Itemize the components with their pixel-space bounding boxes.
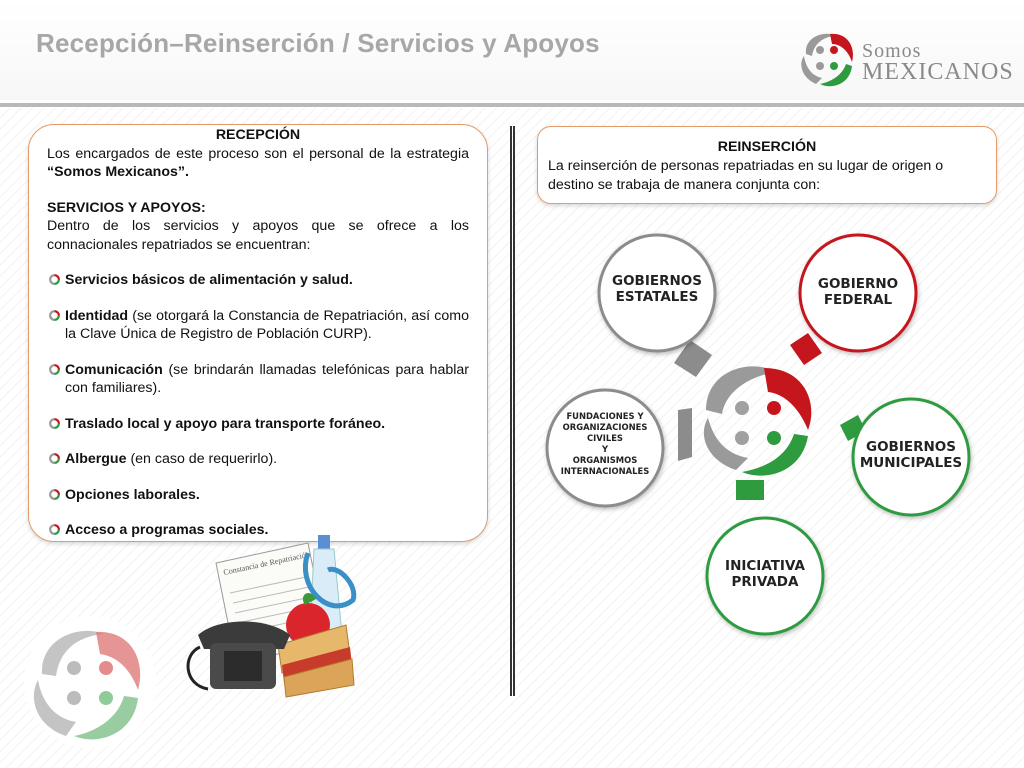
circle-privada bbox=[705, 516, 825, 636]
list-item: Traslado local y apoyo para transporte f… bbox=[47, 415, 469, 434]
vertical-divider bbox=[510, 126, 515, 696]
stethoscope-icon bbox=[303, 552, 357, 609]
item-rest: (se brindarán llamadas telefónicas para … bbox=[65, 361, 469, 397]
recepcion-content: RECEPCIÓN Los encargados de este proceso… bbox=[47, 126, 469, 557]
page-title: Recepción–Reinserción / Servicios y Apoy… bbox=[36, 28, 600, 58]
circle-municipales bbox=[851, 397, 971, 517]
connector-privada bbox=[736, 480, 764, 500]
logo-word-somos: Somos bbox=[862, 40, 922, 62]
item-bold: Identidad bbox=[65, 307, 129, 324]
bullet-logo-icon bbox=[47, 307, 65, 344]
bullet-logo-icon bbox=[47, 361, 65, 398]
services-heading: SERVICIOS Y APOYOS: bbox=[47, 199, 206, 216]
reinsercion-text: La reinserción de personas repatriadas e… bbox=[548, 158, 944, 193]
header: Recepción–Reinserción / Servicios y Apoy… bbox=[0, 0, 1024, 107]
item-rest: (se otorgará la Constancia de Repatriaci… bbox=[65, 307, 469, 343]
item-bold: Albergue bbox=[65, 451, 127, 467]
list-item: Opciones laborales. bbox=[47, 486, 469, 505]
somos-mexicanos-logo: Somos MEXICANOS bbox=[796, 26, 1013, 92]
label-fundaciones: FUNDACIONES Y ORGANIZACIONES CIVILES Y O… bbox=[560, 411, 650, 476]
recepcion-intro: Los encargados de este proceso son el pe… bbox=[47, 145, 469, 182]
bullet-logo-icon bbox=[47, 521, 65, 540]
bullet-logo-icon bbox=[47, 450, 65, 469]
item-bold: Servicios básicos de alimentación y salu… bbox=[65, 272, 353, 288]
list-item: Servicios básicos de alimentación y salu… bbox=[47, 271, 469, 290]
bullet-logo-icon bbox=[47, 415, 65, 434]
bullet-logo-icon bbox=[47, 486, 65, 505]
services-illustration: Constancia de Repatriación bbox=[178, 525, 368, 700]
logo-word-mexicanos: MEXICANOS bbox=[862, 59, 1014, 85]
reinsercion-panel bbox=[537, 126, 997, 204]
item-bold: Comunicación bbox=[65, 361, 163, 378]
list-item: Identidad (se otorgará la Constancia de … bbox=[47, 307, 469, 344]
list-item: Acceso a programas sociales. bbox=[47, 521, 469, 540]
item-bold: Opciones laborales. bbox=[65, 486, 200, 503]
circle-federal bbox=[798, 233, 918, 353]
circle-estatales bbox=[597, 233, 717, 353]
recepcion-heading: RECEPCIÓN bbox=[215, 127, 301, 143]
logo-mark-icon bbox=[801, 33, 854, 87]
connector-fundaciones bbox=[678, 408, 692, 461]
watermark-logo-icon bbox=[20, 612, 160, 752]
connector-federal bbox=[790, 333, 822, 365]
item-bold: Acceso a programas sociales. bbox=[65, 522, 269, 538]
reinsercion-heading: REINSERCIÓN bbox=[717, 139, 817, 155]
item-bold: Traslado local y apoyo para transporte f… bbox=[65, 415, 386, 432]
recepcion-intro-text: Los encargados de este proceso son el pe… bbox=[47, 145, 469, 162]
sandwich-icon bbox=[277, 624, 355, 698]
telephone-icon bbox=[186, 621, 290, 691]
list-item: Comunicación (se brindarán llamadas tele… bbox=[47, 361, 469, 398]
reinsercion-content: REINSERCIÓN La reinserción de personas r… bbox=[548, 138, 986, 195]
center-logo-icon bbox=[703, 366, 812, 476]
recepcion-intro-strategy: “Somos Mexicanos”. bbox=[47, 164, 189, 180]
recepcion-panel bbox=[28, 124, 488, 542]
item-rest: (en caso de requerirlo). bbox=[126, 451, 278, 467]
circle-fundaciones bbox=[545, 388, 665, 508]
services-description: Dentro de los servicios y apoyos que se … bbox=[47, 218, 469, 253]
connector-estatales bbox=[674, 340, 712, 377]
header-divider bbox=[0, 103, 1024, 107]
list-item: Albergue (en caso de requerirlo). bbox=[47, 450, 469, 469]
bullet-logo-icon bbox=[47, 271, 65, 290]
